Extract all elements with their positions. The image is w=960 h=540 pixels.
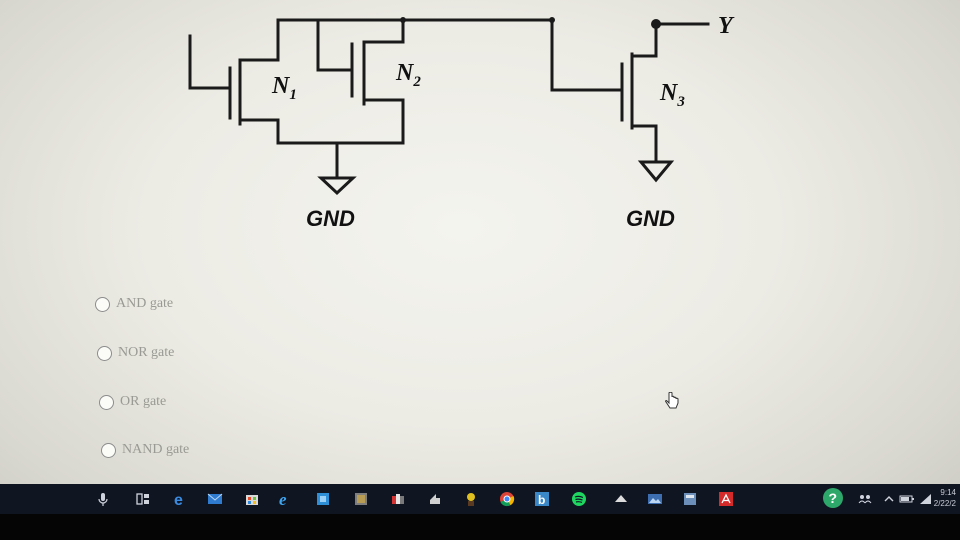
wifi-icon[interactable]: [917, 490, 935, 508]
radio-or-gate[interactable]: [99, 394, 114, 410]
circuit-diagram: N1 N2 N3 Y GND GND: [188, 13, 735, 231]
n2-drain: [362, 18, 405, 44]
spotify-icon[interactable]: [570, 490, 588, 508]
chevron-up-icon[interactable]: [880, 490, 898, 508]
clock-time: 9:14: [940, 488, 956, 497]
n3-source: [630, 124, 658, 164]
option-nor-gate[interactable]: NOR gate: [97, 345, 174, 361]
hand-cursor-icon: [665, 392, 679, 409]
option-label: NOR gate: [118, 345, 175, 360]
chrome-icon[interactable]: [498, 490, 516, 508]
n2-source: [362, 98, 405, 145]
gnd1-symbol: [317, 176, 357, 196]
gnd-label-1: GND: [306, 206, 355, 231]
edge-icon[interactable]: e: [171, 490, 189, 508]
n1-label: N1: [271, 73, 297, 103]
battery-icon[interactable]: [898, 490, 916, 508]
gnd2-symbol: [637, 160, 675, 183]
n1-drain: [238, 18, 280, 62]
mic-icon[interactable]: [94, 490, 112, 508]
photo-viewer-icon[interactable]: [646, 490, 664, 508]
help-icon[interactable]: ?: [822, 487, 844, 509]
n2-label: N2: [395, 60, 421, 90]
n3-gate-wire: [550, 18, 622, 92]
n2-gate-wire: [316, 18, 352, 72]
taskbar: e e b ? 9:14 2/22/2: [0, 484, 960, 514]
cards-icon[interactable]: [389, 490, 407, 508]
ink-icon[interactable]: [612, 490, 630, 508]
option-label: NAND gate: [122, 442, 190, 457]
gnd-label-2: GND: [626, 206, 675, 231]
option-or-gate[interactable]: OR gate: [99, 394, 166, 410]
svg-text:e: e: [279, 490, 287, 508]
output-label: Y: [718, 13, 735, 39]
mail-icon[interactable]: [206, 490, 224, 508]
media-icon[interactable]: [426, 490, 444, 508]
acrobat-icon[interactable]: [717, 490, 735, 508]
task-view-icon[interactable]: [134, 490, 152, 508]
radio-nor-gate[interactable]: [97, 345, 112, 361]
app-icon[interactable]: [314, 490, 332, 508]
clock-date: 2/22/2: [933, 499, 956, 508]
people-icon[interactable]: [462, 490, 480, 508]
n3-label: N3: [659, 80, 685, 110]
monitor-bezel: [0, 514, 960, 540]
option-label: OR gate: [120, 394, 167, 409]
svg-text:?: ?: [829, 490, 838, 506]
n3-drain: [630, 22, 658, 58]
output-node-dot: [651, 19, 661, 29]
store-icon[interactable]: [243, 490, 261, 508]
radio-nand-gate[interactable]: [101, 442, 116, 458]
n1-source: [238, 118, 280, 145]
option-label: AND gate: [116, 296, 174, 311]
radio-and-gate[interactable]: [95, 296, 110, 312]
people-tray-icon[interactable]: [856, 490, 874, 508]
photos-icon[interactable]: [352, 490, 370, 508]
svg-text:e: e: [174, 492, 183, 508]
option-nand-gate[interactable]: NAND gate: [101, 442, 189, 458]
calc-icon[interactable]: [681, 490, 699, 508]
svg-text:b: b: [538, 493, 545, 507]
ie-icon[interactable]: e: [277, 490, 295, 508]
clock[interactable]: 9:14 2/22/2: [934, 487, 956, 509]
bluestacks-icon[interactable]: b: [533, 490, 551, 508]
option-and-gate[interactable]: AND gate: [95, 296, 173, 312]
n1-gate-wire: [188, 34, 230, 90]
